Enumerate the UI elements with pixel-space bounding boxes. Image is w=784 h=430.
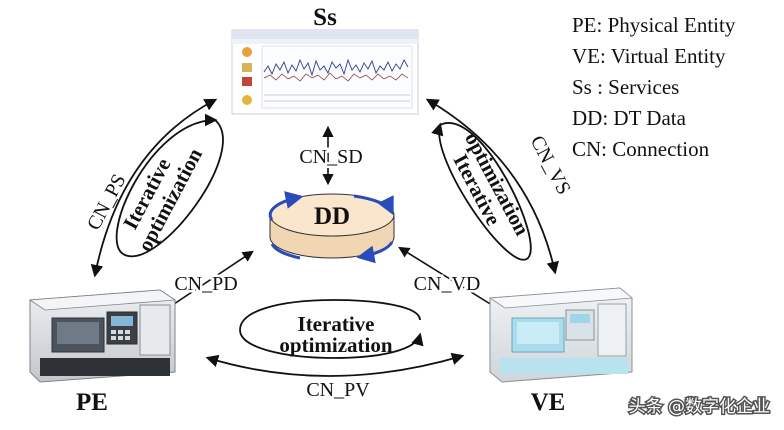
cn-pv-label: CN_PV [306, 379, 370, 401]
physical-entity-label: PE [76, 389, 108, 416]
left-optimization-loop: Iterative optimization [115, 113, 224, 258]
virtual-machine-image [488, 287, 634, 383]
legend-item-pe: PE: Physical Entity [572, 13, 736, 37]
legend-item-ss: Ss : Services [572, 75, 679, 99]
disk-cycle-arrow [268, 191, 304, 221]
bottom-loop-line2: optimization [279, 333, 392, 357]
right-optimization-loop: Iterative optimization [431, 122, 534, 261]
physical-machine-image [28, 289, 177, 383]
services-screenshot [231, 29, 419, 115]
legend-item-ve: VE: Virtual Entity [572, 44, 726, 68]
cn-sd-label: CN_SD [299, 146, 362, 168]
bottom-optimization-loop: Iterative optimization [239, 299, 424, 359]
cn-vs-label: CN_VS [526, 132, 575, 198]
virtual-entity-label: VE [531, 389, 566, 416]
legend-item-cn: CN: Connection [572, 137, 710, 161]
cn-pd-arrow [160, 250, 254, 314]
legend: PE: Physical Entity VE: Virtual Entity S… [572, 13, 736, 161]
disk-cycle-arrow [270, 243, 301, 260]
cn-pv-arrow [205, 352, 465, 377]
dt-data-label: DD [314, 203, 350, 230]
dt-data-disk [268, 191, 395, 264]
cn-vd-label: CN_VD [414, 273, 481, 295]
cn-vd-arrow [398, 246, 502, 312]
disk-cycle-arrow [353, 194, 394, 216]
services-label: Ss [313, 4, 337, 31]
cn-vs-arrow [425, 98, 559, 275]
bottom-loop-line1: Iterative [298, 312, 375, 336]
cn-ps-arrow [90, 98, 218, 278]
disk-cycle-arrow [356, 241, 394, 264]
cn-pd-label: CN_PD [174, 273, 237, 295]
watermark: 头条 @数字化企业 [629, 397, 770, 417]
legend-item-dd: DD: DT Data [572, 106, 687, 130]
